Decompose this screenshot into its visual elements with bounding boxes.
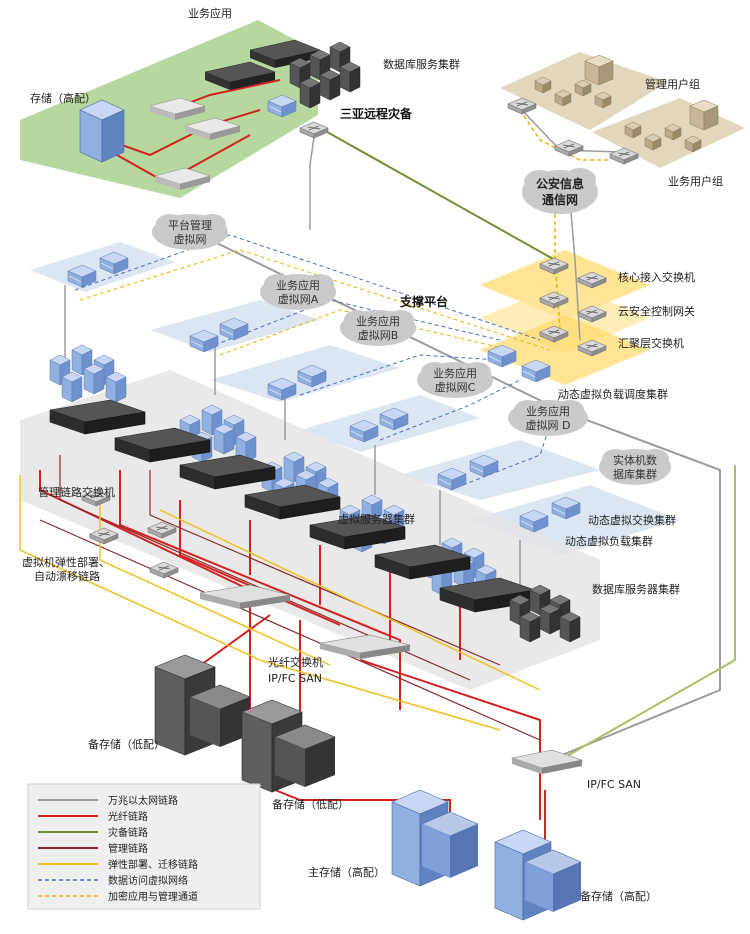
cloud-police-net: 公安信息 通信网	[522, 168, 598, 214]
legend-label-3: 管理链路	[108, 842, 148, 855]
label-backup-low-1: 备存储（低配）	[88, 737, 165, 751]
cloud-platform-mgmt-line1: 平台管理	[168, 218, 212, 232]
cloud-vnet-d: 业务应用 虚拟网 D	[508, 400, 588, 436]
label-fc-switch: 光纤交换机	[268, 655, 323, 669]
label-mgmt-link-switch: 管理链路交换机	[38, 485, 115, 499]
cloud-vnet-d-line1: 业务应用	[526, 404, 570, 418]
label-db-server-cluster: 数据库服务器集群	[592, 582, 680, 596]
label-security-gateway: 云安全控制网关	[618, 304, 695, 318]
cloud-vnet-b: 业务应用 虚拟网B	[340, 310, 416, 346]
cloud-platform-mgmt: 平台管理 虚拟网	[152, 214, 228, 250]
platform-devices	[49, 251, 581, 659]
label-virtual-server-cluster: 虚拟服务器集群	[338, 512, 415, 526]
label-dynamic-virtual-switch: 动态虚拟交换集群	[588, 513, 676, 527]
label-ipfc-san-2: IP/FC SAN	[587, 778, 641, 791]
label-main-storage: 主存储（高配）	[308, 865, 385, 879]
label-sanya-dr: 三亚远程灾备	[340, 106, 413, 121]
cloud-physical-db-line2: 据库集群	[613, 467, 657, 481]
label-admin-group: 管理用户组	[645, 77, 700, 91]
cloud-vnet-b-line1: 业务应用	[356, 314, 400, 328]
labels: 业务应用 存储（高配） 数据库服务集群 三亚远程灾备 管理用户组 业务用户组 核…	[22, 6, 723, 903]
user-group-devices	[507, 54, 719, 165]
legend-label-4: 弹性部署、迁移链路	[108, 858, 198, 871]
legend: 万兆以太网链路光纤链路灾备链路管理链路弹性部署、迁移链路数据访问虚拟网络加密应用…	[27, 783, 261, 910]
label-business-apps: 业务应用	[188, 6, 232, 20]
cloud-police-net-line2: 通信网	[542, 192, 578, 207]
label-core-switch: 核心接入交换机	[618, 270, 695, 284]
cloud-vnet-c: 业务应用 虚拟网C	[417, 362, 493, 398]
label-db-cluster-top: 数据库服务集群	[383, 57, 460, 71]
label-aggregation-switch: 汇聚层交换机	[618, 336, 684, 350]
cloud-vnet-c-line1: 业务应用	[433, 366, 477, 380]
links	[19, 79, 736, 860]
legend-label-5: 数据访问虚拟网络	[108, 874, 188, 887]
business-zone-devices	[79, 39, 361, 190]
label-support-platform: 支撑平台	[399, 294, 448, 309]
label-dynamic-virtual-lb: 动态虚拟负载集群	[565, 534, 653, 548]
cloud-vnet-a-line1: 业务应用	[276, 278, 320, 292]
cloud-police-net-line1: 公安信息	[536, 176, 584, 191]
label-backup-low-2: 备存储（低配）	[272, 797, 349, 811]
cloud-vnet-c-line2: 虚拟网C	[435, 380, 476, 394]
legend-box	[27, 783, 261, 910]
legend-label-6: 加密应用与管理通道	[108, 890, 198, 903]
label-ipfc-san-1: IP/FC SAN	[268, 672, 322, 685]
label-vm-elastic-2: 自动漂移链路	[34, 569, 100, 583]
legend-label-2: 灾备链路	[108, 826, 148, 839]
cloud-physical-db: 实体机数 据库集群	[599, 449, 671, 485]
label-vm-elastic-1: 虚拟机弹性部署、	[22, 555, 110, 569]
legend-label-0: 万兆以太网链路	[108, 794, 178, 807]
ipfc-san-device	[510, 749, 584, 774]
label-business-group: 业务用户组	[668, 174, 723, 188]
cloud-vnet-a-line2: 虚拟网A	[278, 292, 319, 306]
legend-label-1: 光纤链路	[108, 810, 148, 823]
cloud-vnet-a: 业务应用 虚拟网A	[260, 274, 336, 310]
label-dynamic-lb-dispatch: 动态虚拟负载调度集群	[558, 387, 668, 401]
cloud-vnet-d-line2: 虚拟网 D	[526, 418, 571, 432]
label-backup-high: 备存储（高配）	[580, 889, 657, 903]
storage-devices	[154, 654, 584, 921]
cloud-vnet-b-line2: 虚拟网B	[358, 328, 399, 342]
label-storage-high: 存储（高配）	[30, 91, 96, 105]
cloud-physical-db-line1: 实体机数	[613, 453, 657, 467]
cloud-platform-mgmt-line2: 虚拟网	[174, 232, 207, 246]
